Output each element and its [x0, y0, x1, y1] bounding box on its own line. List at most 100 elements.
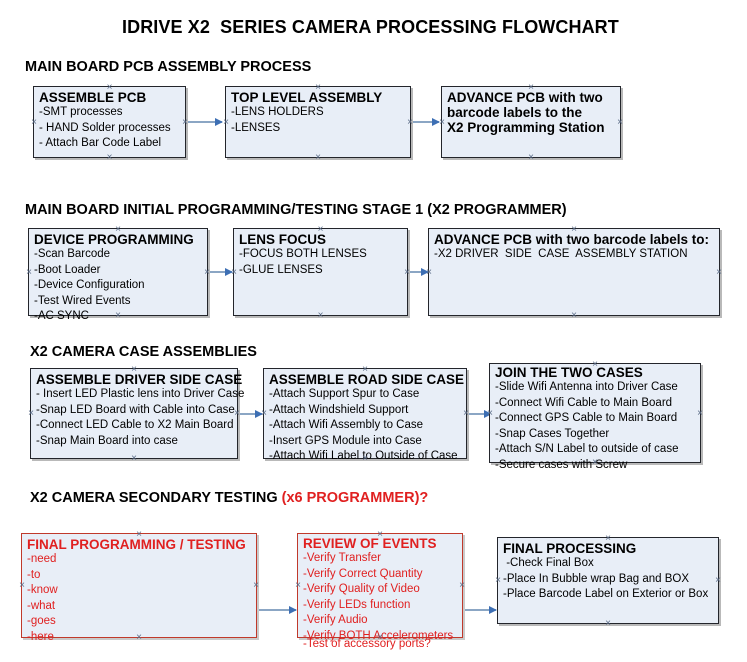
node-line: -Verify LEDs function [303, 598, 411, 611]
section-heading-x2-camera-secondary-testing: X2 CAMERA SECONDARY TESTING (x6 PROGRAMM… [30, 490, 428, 506]
node-advance-pcb-driver-side-case[interactable]: ADVANCE PCB with two barcode labels to: … [428, 228, 720, 316]
connector-handle-top[interactable] [527, 83, 536, 92]
connector-handle-right[interactable] [715, 268, 724, 277]
connector-handle-top[interactable] [314, 83, 323, 92]
section-heading-x2-camera-case-assemblies: X2 CAMERA CASE ASSEMBLIES [30, 344, 257, 360]
node-line: -need [27, 553, 57, 565]
connector-handle-left[interactable] [438, 118, 447, 127]
node-line: -Scan Barcode [34, 248, 111, 260]
connector-handle-left[interactable] [25, 268, 34, 277]
connector-handle-left[interactable] [260, 409, 269, 418]
node-line: -FOCUS BOTH LENSES [239, 248, 367, 260]
connector-handle-top[interactable] [604, 534, 613, 543]
connector-handle-left[interactable] [18, 581, 27, 590]
section-heading-main-board-pcb-assembly: MAIN BOARD PCB ASSEMBLY PROCESS [25, 59, 312, 75]
connector-handle-top[interactable] [135, 530, 144, 539]
node-line: -here [27, 630, 54, 643]
node-line: -goes [27, 615, 56, 627]
node-line: -AC SYNC [34, 310, 89, 322]
node-line: -Device Configuration [34, 279, 145, 291]
node-assemble-road-side-case[interactable]: ASSEMBLE ROAD SIDE CASE -Attach Support … [260, 365, 467, 462]
connector-handle-top[interactable] [376, 530, 385, 539]
node-final-processing[interactable]: FINAL PROCESSING -Check Final Box -Place… [497, 537, 719, 624]
node-line: -know [27, 584, 58, 596]
connector-handle-top[interactable] [316, 225, 325, 234]
node-line: -Snap LED Board with Cable into Case [36, 403, 235, 416]
node-join-the-two-cases[interactable]: JOIN THE TWO CASES -Slide Wifi Antenna i… [486, 360, 701, 471]
connector-handle-top[interactable] [361, 365, 370, 374]
section-heading-red-text: (x6 PROGRAMMER)? [281, 490, 429, 506]
node-title: FINAL PROCESSING [503, 541, 637, 556]
node-assemble-pcb[interactable]: ASSEMBLE PCB -SMT processes - HAND Solde… [33, 86, 186, 158]
node-line: -Snap Cases Together [495, 427, 610, 440]
connector-handle-top[interactable] [570, 225, 579, 234]
connector-handle-bottom[interactable] [527, 153, 536, 162]
connector-handle-left[interactable] [222, 118, 231, 127]
section-heading-main-board-initial-programming: MAIN BOARD INITIAL PROGRAMMING/TESTING S… [25, 202, 567, 218]
node-line: -what [27, 599, 56, 612]
connector-handle-left[interactable] [486, 409, 495, 418]
node-title: REVIEW OF EVENTS [303, 536, 437, 551]
connector-handle-left[interactable] [27, 409, 36, 418]
node-line: -SMT processes [39, 106, 123, 118]
node-line: -Attach S/N Label to outside of case [495, 443, 679, 455]
connector-handle-left[interactable] [494, 576, 503, 585]
node-line: -Attach Support Spur to Case [269, 388, 420, 400]
connector-handle-bottom[interactable] [376, 633, 385, 642]
node-title: LENS FOCUS [239, 232, 327, 247]
node-line: -Insert GPS Module into Case [269, 434, 422, 447]
connector-handle-top[interactable] [591, 360, 600, 369]
node-assemble-driver-side-case[interactable]: ASSEMBLE DRIVER SIDE CASE - Insert LED P… [27, 365, 245, 459]
connector-handle-right[interactable] [252, 581, 261, 590]
connector-handle-top[interactable] [105, 83, 114, 92]
node-top-level-assembly[interactable]: TOP LEVEL ASSEMBLY -LENS HOLDERS -LENSES [225, 86, 411, 158]
node-line: -LENS HOLDERS [231, 106, 324, 118]
node-lens-focus[interactable]: LENS FOCUS -FOCUS BOTH LENSES -GLUE LENS… [233, 228, 408, 316]
connector-handle-left[interactable] [30, 118, 39, 127]
node-device-programming[interactable]: DEVICE PROGRAMMING -Scan Barcode -Boot L… [25, 225, 208, 322]
connector-handle-bottom[interactable] [570, 311, 579, 320]
connector-handle-top[interactable] [130, 365, 139, 374]
arrow-final-programming-to-review-of-events [259, 606, 297, 614]
node-line: -Secure cases with Screw [495, 458, 628, 471]
node-line: - Insert LED Plastic lens into Driver Ca… [36, 388, 245, 400]
connector-handle-bottom[interactable] [316, 311, 325, 320]
connector-handle-bottom[interactable] [135, 633, 144, 642]
connector-handle-left[interactable] [294, 581, 303, 590]
section-heading-text: X2 CAMERA SECONDARY TESTING [30, 490, 282, 506]
page-title: IDRIVE X2 SERIES CAMERA PROCESSING FLOWC… [122, 17, 619, 37]
node-title: ASSEMBLE PCB [39, 90, 147, 105]
connector-handle-bottom[interactable] [314, 153, 323, 162]
node-line: -Test Wired Events [34, 294, 131, 307]
node-title: ADVANCE PCB with two barcode labels to t… [447, 90, 605, 135]
node-title: TOP LEVEL ASSEMBLY [231, 90, 383, 105]
connector-handle-bottom[interactable] [604, 619, 613, 628]
node-title: JOIN THE TWO CASES [495, 365, 643, 380]
node-overflow-line: -Test of accessory ports? [303, 638, 431, 650]
node-final-programming-testing[interactable]: FINAL PROGRAMMING / TESTING -need -to -k… [18, 530, 257, 643]
connector-handle-right[interactable] [714, 576, 723, 585]
connector-handle-left[interactable] [425, 268, 434, 277]
connector-handle-bottom[interactable] [130, 454, 139, 463]
connector-handle-left[interactable] [230, 268, 239, 277]
node-title: ASSEMBLE ROAD SIDE CASE [269, 372, 465, 387]
node-line: -Attach Wifi Assembly to Case [269, 419, 424, 431]
connector-handle-right[interactable] [616, 118, 625, 127]
node-title: ASSEMBLE DRIVER SIDE CASE [36, 372, 243, 387]
node-line: -to [27, 568, 41, 581]
connector-handle-bottom[interactable] [105, 153, 114, 162]
connector-handle-bottom[interactable] [591, 458, 600, 467]
arrow-review-of-events-to-final-processing [465, 606, 497, 614]
node-title: FINAL PROGRAMMING / TESTING [27, 537, 246, 552]
node-review-of-events[interactable]: REVIEW OF EVENTS -Verify Transfer -Verif… [294, 530, 463, 650]
connector-handle-right[interactable] [458, 581, 467, 590]
connector-handle-bottom[interactable] [114, 311, 123, 320]
node-line: -GLUE LENSES [239, 263, 323, 276]
connector-handle-bottom[interactable] [361, 454, 370, 463]
connector-handle-right[interactable] [696, 409, 705, 418]
node-line: - Attach Bar Code Label [39, 137, 162, 149]
connector-handle-top[interactable] [114, 225, 123, 234]
arrow-top-level-assembly-to-advance-pcb [413, 118, 440, 126]
node-advance-pcb-programming-station[interactable]: ADVANCE PCB with two barcode labels to t… [441, 86, 621, 158]
